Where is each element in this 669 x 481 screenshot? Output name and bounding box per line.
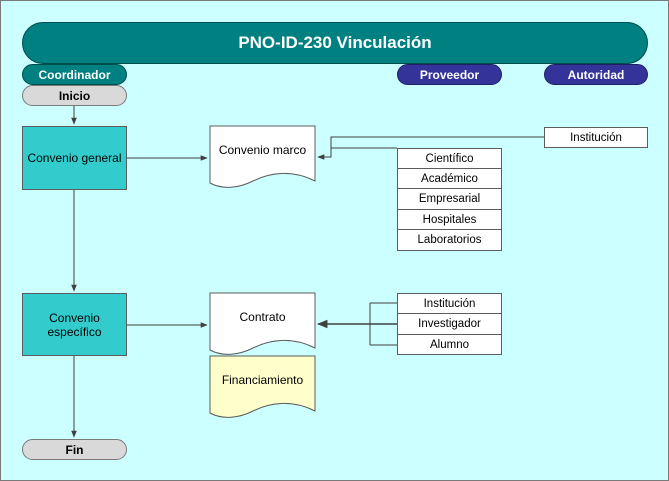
doc-convenio-marco-label: Convenio marco bbox=[218, 143, 307, 157]
doc-financiamiento-shape bbox=[209, 355, 316, 418]
diagram-title: PNO-ID-230 Vinculación bbox=[22, 22, 648, 64]
doc-contrato-shape bbox=[209, 292, 316, 355]
autoridad-institucion: Institución bbox=[544, 127, 648, 148]
proveedor-alumno: Alumno bbox=[397, 334, 502, 355]
doc-convenio-marco-shape bbox=[209, 125, 316, 188]
doc-contrato-label: Contrato bbox=[239, 310, 286, 324]
doc-financiamiento-label: Financiamiento bbox=[221, 373, 304, 387]
proveedor-laboratorios: Laboratorios bbox=[397, 229, 502, 251]
proveedor-cientifico: Científico bbox=[397, 148, 502, 169]
edge-institucion-marco bbox=[317, 136, 544, 160]
proveedor-investigador: Investigador bbox=[397, 313, 502, 335]
lane-autoridad: Autoridad bbox=[544, 64, 648, 85]
proveedor-empresarial: Empresarial bbox=[397, 188, 502, 210]
terminal-fin: Fin bbox=[22, 439, 127, 460]
process-convenio-especifico: Convenio específico bbox=[22, 293, 127, 356]
lane-proveedor: Proveedor bbox=[397, 64, 502, 85]
proveedor-academico: Académico bbox=[397, 168, 502, 189]
lane-coordinador: Coordinador bbox=[22, 64, 127, 85]
terminal-inicio: Inicio bbox=[22, 85, 127, 106]
process-convenio-general: Convenio general bbox=[22, 126, 127, 190]
proveedor-hospitales: Hospitales bbox=[397, 209, 502, 230]
proveedor-institucion: Institución bbox=[397, 293, 502, 314]
